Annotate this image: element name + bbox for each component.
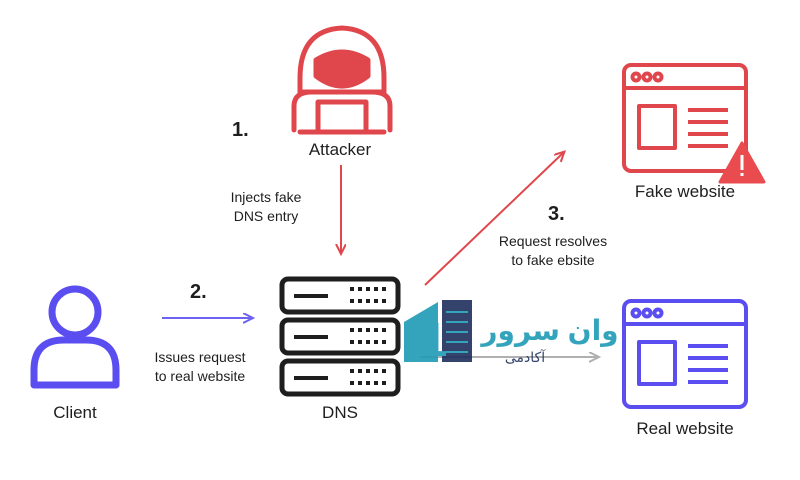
client-label: Client <box>53 403 97 422</box>
attacker-icon <box>291 25 393 135</box>
watermark-text-main: وان سرور <box>479 315 618 347</box>
client-icon <box>30 285 120 389</box>
step3-number: 3. <box>548 203 565 225</box>
warning-icon <box>718 141 766 184</box>
dns-to-fake-website-arrow <box>424 153 563 286</box>
step2-line1: Issues request <box>154 349 245 365</box>
step3-line1: Request resolves <box>499 233 607 249</box>
dns-server-lights <box>350 287 386 385</box>
step1-number: 1. <box>232 119 249 141</box>
step2-line2: to real website <box>155 368 245 384</box>
dns-label: DNS <box>322 403 358 422</box>
step3-line2: to fake ebsite <box>511 252 594 268</box>
step1-line1: Injects fake <box>231 189 302 205</box>
attacker-label: Attacker <box>309 140 372 159</box>
watermark-logo: 1 وان سرور آکادمی <box>404 300 619 367</box>
watermark-digit: 1 <box>421 314 448 367</box>
watermark-text-sub: آکادمی <box>505 349 546 365</box>
dns-server-icon <box>279 276 401 397</box>
step1-line2: DNS entry <box>234 208 299 224</box>
watermark-emblem <box>404 300 472 362</box>
fake-website-icon <box>622 63 748 173</box>
step2-number: 2. <box>190 281 207 303</box>
fake-website-label: Fake website <box>635 182 735 201</box>
real-website-label: Real website <box>636 419 733 438</box>
real-website-icon <box>622 299 748 409</box>
